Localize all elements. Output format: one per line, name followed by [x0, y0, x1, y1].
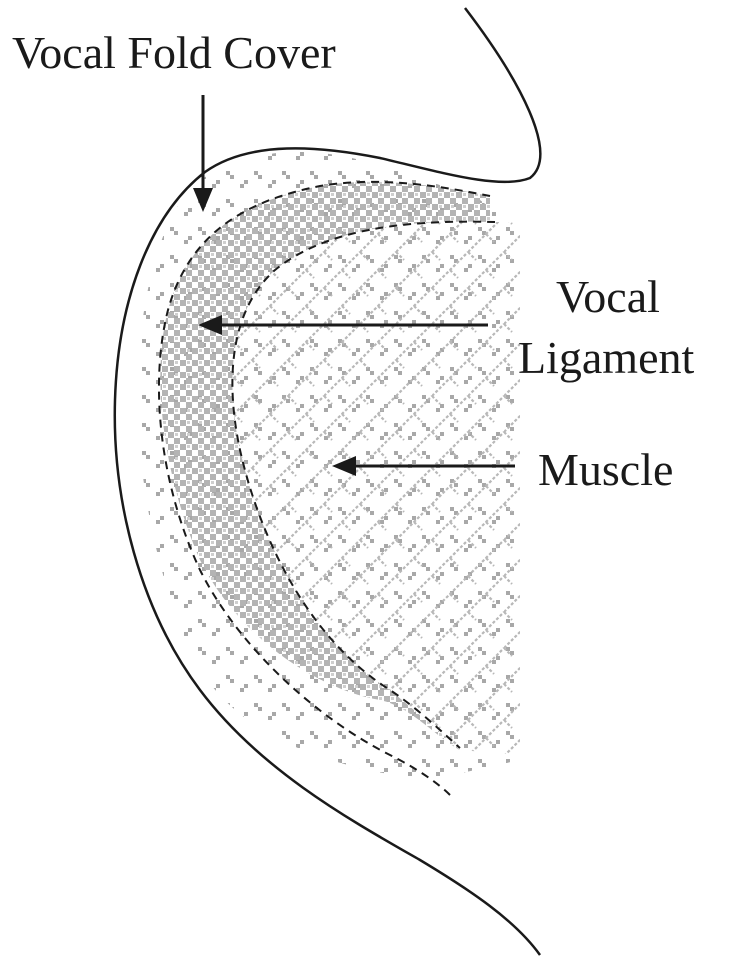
vocal-ligament-label-line2: Ligament — [518, 332, 694, 383]
vocal-ligament-label-line1: Vocal — [556, 271, 660, 322]
muscle-label: Muscle — [538, 444, 673, 495]
cover-arrow — [193, 95, 213, 212]
vocal-fold-cover-label: Vocal Fold Cover — [12, 27, 336, 78]
